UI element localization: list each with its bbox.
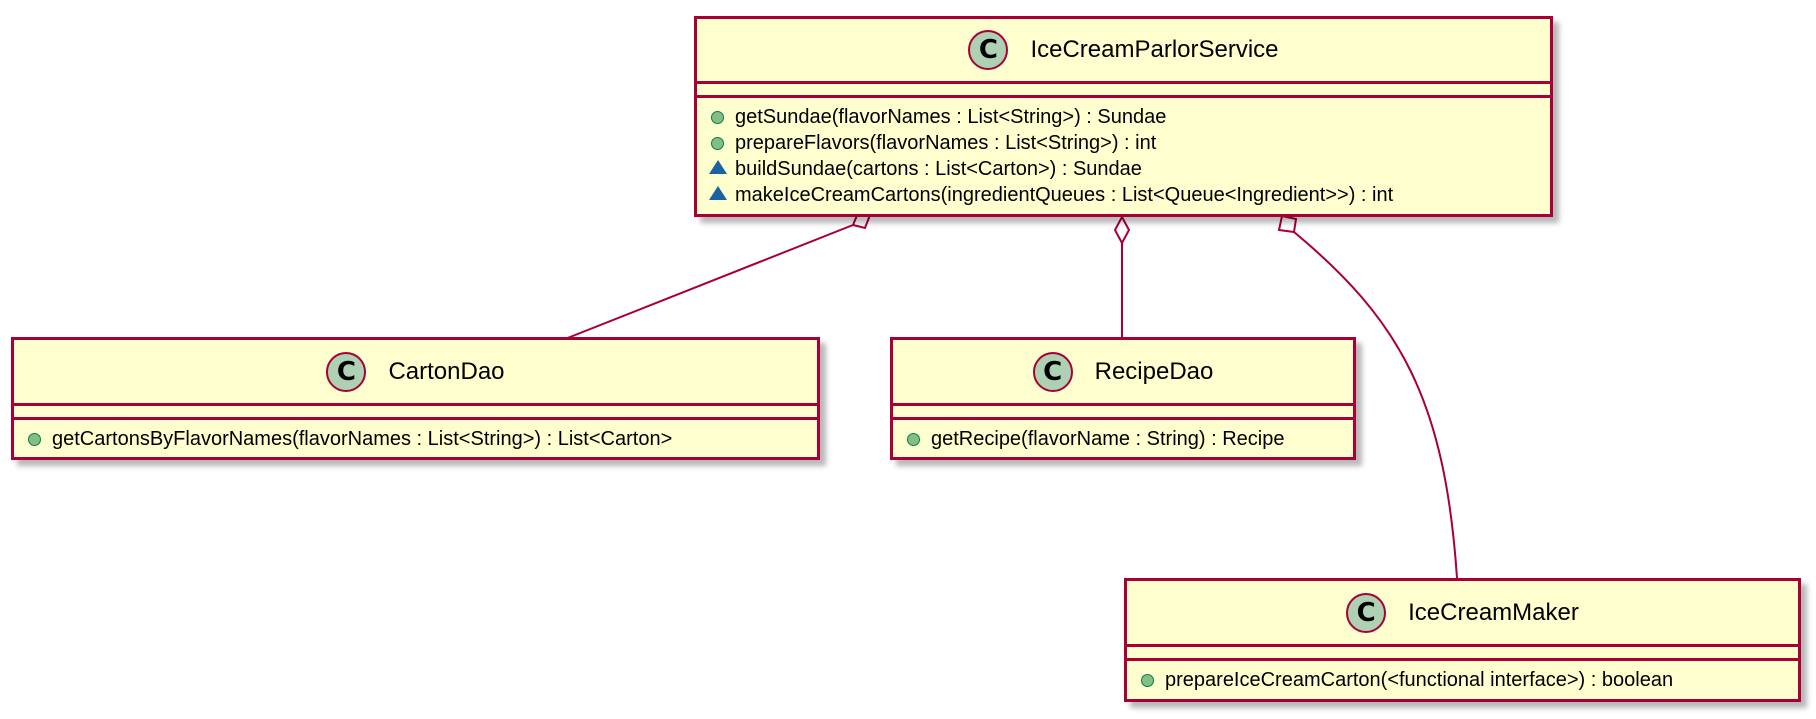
- method-row: prepareFlavors(flavorNames : List<String…: [711, 130, 1550, 156]
- methods-compartment: getSundae(flavorNames : List<String>) : …: [697, 98, 1550, 214]
- class-stereotype-icon: C: [968, 30, 1009, 70]
- method-row: prepareIceCreamCarton(<functional interf…: [1141, 667, 1798, 693]
- method-row: getSundae(flavorNames : List<String>) : …: [711, 104, 1550, 130]
- public-visibility-icon: [28, 432, 41, 446]
- class-recipedao: C RecipeDao getRecipe(flavorName : Strin…: [890, 337, 1356, 460]
- methods-compartment: getRecipe(flavorName : String) : Recipe: [893, 420, 1353, 458]
- attributes-compartment: [893, 406, 1353, 417]
- class-header: C IceCreamMaker: [1127, 581, 1798, 644]
- package-visibility-icon: [709, 160, 727, 174]
- package-visibility-icon: [709, 186, 727, 200]
- aggregation-edge-icecreammaker: [1293, 231, 1458, 579]
- class-header: C RecipeDao: [893, 340, 1353, 403]
- class-icecreamparlorservice: C IceCreamParlorService getSundae(flavor…: [694, 16, 1553, 217]
- aggregation-diamond-icecreammaker: [1277, 214, 1298, 234]
- class-header: C CartonDao: [14, 340, 817, 403]
- class-cartondao: C CartonDao getCartonsByFlavorNames(flav…: [11, 337, 820, 460]
- class-name: CartonDao: [388, 357, 505, 385]
- method-row: getRecipe(flavorName : String) : Recipe: [907, 426, 1353, 452]
- method-row: getCartonsByFlavorNames(flavorNames : Li…: [28, 426, 817, 452]
- class-name: IceCreamParlorService: [1030, 36, 1279, 63]
- aggregation-edge-cartondao: [564, 224, 854, 340]
- public-visibility-icon: [1141, 673, 1154, 687]
- class-stereotype-icon: C: [1346, 592, 1387, 633]
- method-row: buildSundae(cartons : List<Carton>) : Su…: [709, 156, 1550, 182]
- public-visibility-icon: [711, 136, 724, 150]
- aggregation-diamond-recipedao: [1113, 214, 1131, 246]
- public-visibility-icon: [711, 110, 724, 124]
- class-stereotype-icon: C: [326, 351, 367, 392]
- class-name: RecipeDao: [1094, 357, 1214, 385]
- class-header: C IceCreamParlorService: [697, 19, 1550, 81]
- class-name: IceCreamMaker: [1408, 598, 1579, 626]
- methods-compartment: getCartonsByFlavorNames(flavorNames : Li…: [14, 420, 817, 458]
- public-visibility-icon: [907, 432, 920, 446]
- method-row: makeIceCreamCartons(ingredientQueues : L…: [709, 182, 1550, 208]
- class-stereotype-icon: C: [1032, 351, 1073, 392]
- attributes-compartment: [1127, 647, 1798, 658]
- class-icecreammaker: C IceCreamMaker prepareIceCreamCarton(<f…: [1124, 578, 1801, 702]
- attributes-compartment: [14, 406, 817, 417]
- attributes-compartment: [697, 84, 1550, 95]
- methods-compartment: prepareIceCreamCarton(<functional interf…: [1127, 661, 1798, 699]
